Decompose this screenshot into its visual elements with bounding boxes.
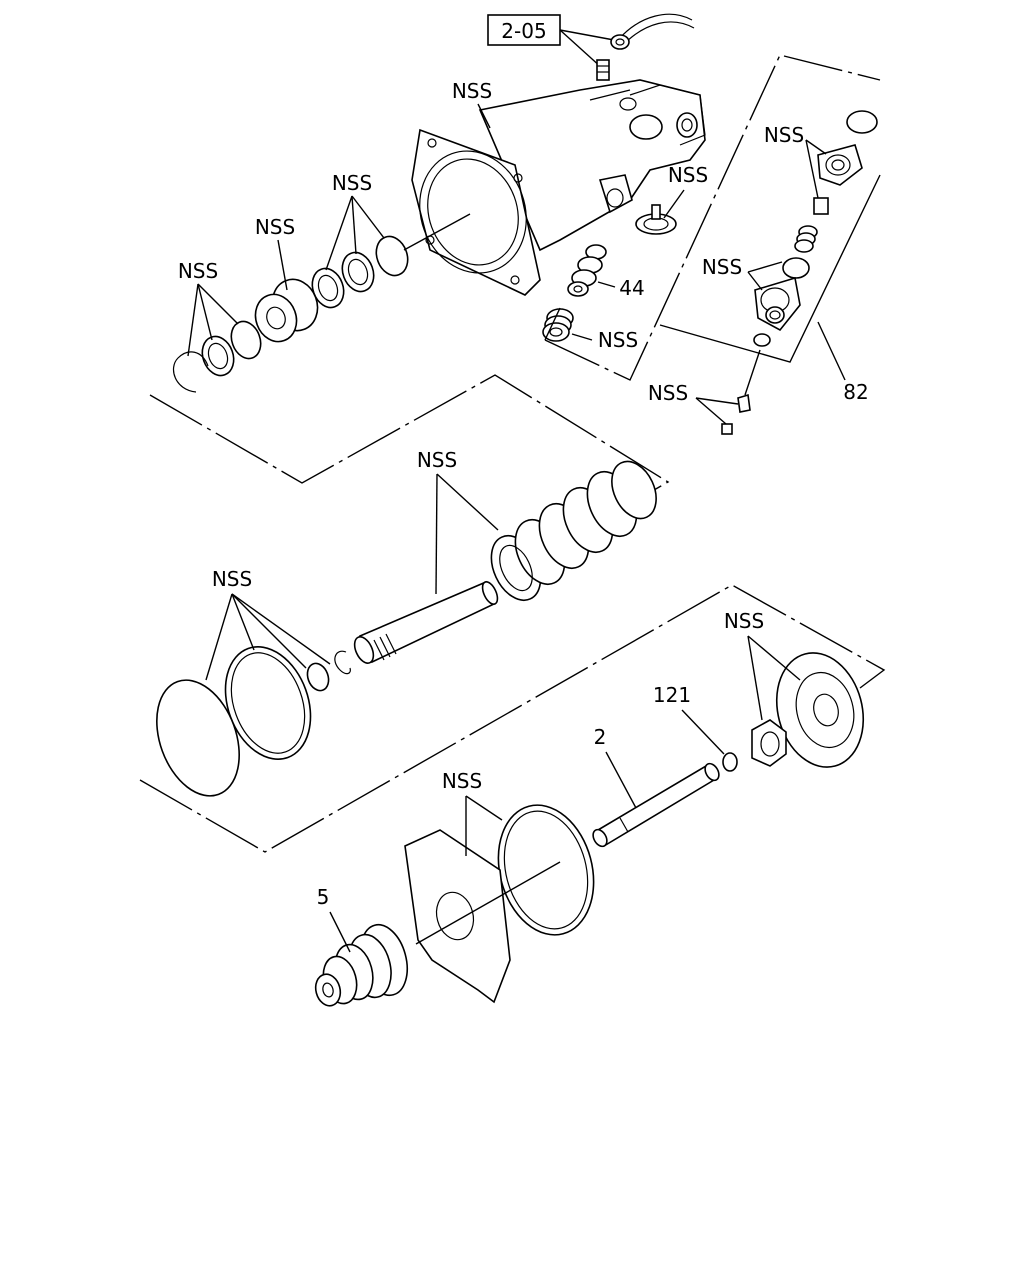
label-nss-valve-oring: NSS	[702, 255, 742, 279]
ref-box-label: 2-05	[501, 19, 546, 43]
label-part-2: 2	[594, 725, 607, 749]
label-nss-bolt: NSS	[648, 381, 688, 405]
valve-seat	[635, 204, 677, 235]
lower-group-outline	[139, 584, 886, 853]
label-nss-nut-plate: NSS	[724, 609, 764, 633]
snap-ring	[173, 351, 209, 393]
label-part-82: 82	[843, 380, 868, 404]
return-spring	[490, 460, 657, 601]
label-nss-gasket: NSS	[442, 769, 482, 793]
retaining-clip	[721, 393, 751, 435]
label-nss-snap-rings: NSS	[178, 259, 218, 283]
label-part-44: 44	[619, 276, 644, 300]
label-nss-small-spring: NSS	[598, 328, 638, 352]
ref-box-2-05[interactable]: 2-05	[487, 14, 615, 69]
o-ring-small	[306, 662, 330, 692]
label-part-121: 121	[653, 683, 691, 707]
valve-body-lower	[753, 276, 801, 347]
label-nss-rings-left: NSS	[212, 567, 252, 591]
dust-boot-5	[314, 923, 409, 1007]
plunger-44	[567, 244, 607, 297]
seal-group-outline	[149, 374, 670, 499]
end-disc	[775, 652, 865, 768]
hose-line	[610, 13, 695, 50]
snap-ring-small	[334, 650, 351, 675]
o-ring-seal-a	[375, 235, 409, 277]
label-nss-valve-cap: NSS	[764, 123, 804, 147]
hex-nut	[751, 719, 787, 767]
small-spring	[542, 308, 574, 342]
label-nss-housing: NSS	[452, 79, 492, 103]
o-ring-top-right	[846, 110, 878, 134]
booster-housing	[411, 79, 706, 296]
small-ring-121	[722, 752, 738, 772]
label-part-5: 5	[317, 885, 330, 909]
valve-spring-small	[794, 225, 818, 253]
push-rod	[353, 580, 499, 664]
air-fitting	[596, 59, 610, 81]
valve-group-outline	[544, 54, 881, 381]
label-nss-seals-top: NSS	[332, 171, 372, 195]
o-ring-d	[230, 320, 262, 360]
label-nss-piston: NSS	[255, 215, 295, 239]
piston	[254, 278, 319, 343]
label-nss-valve-seat: NSS	[668, 163, 708, 187]
label-nss-spring-rod: NSS	[417, 448, 457, 472]
valve-cap-upper	[813, 144, 863, 215]
valve-o-ring	[782, 257, 810, 279]
shaft-2	[592, 762, 720, 848]
backing-plate	[404, 829, 511, 1004]
diaphragm-ring	[156, 679, 240, 797]
